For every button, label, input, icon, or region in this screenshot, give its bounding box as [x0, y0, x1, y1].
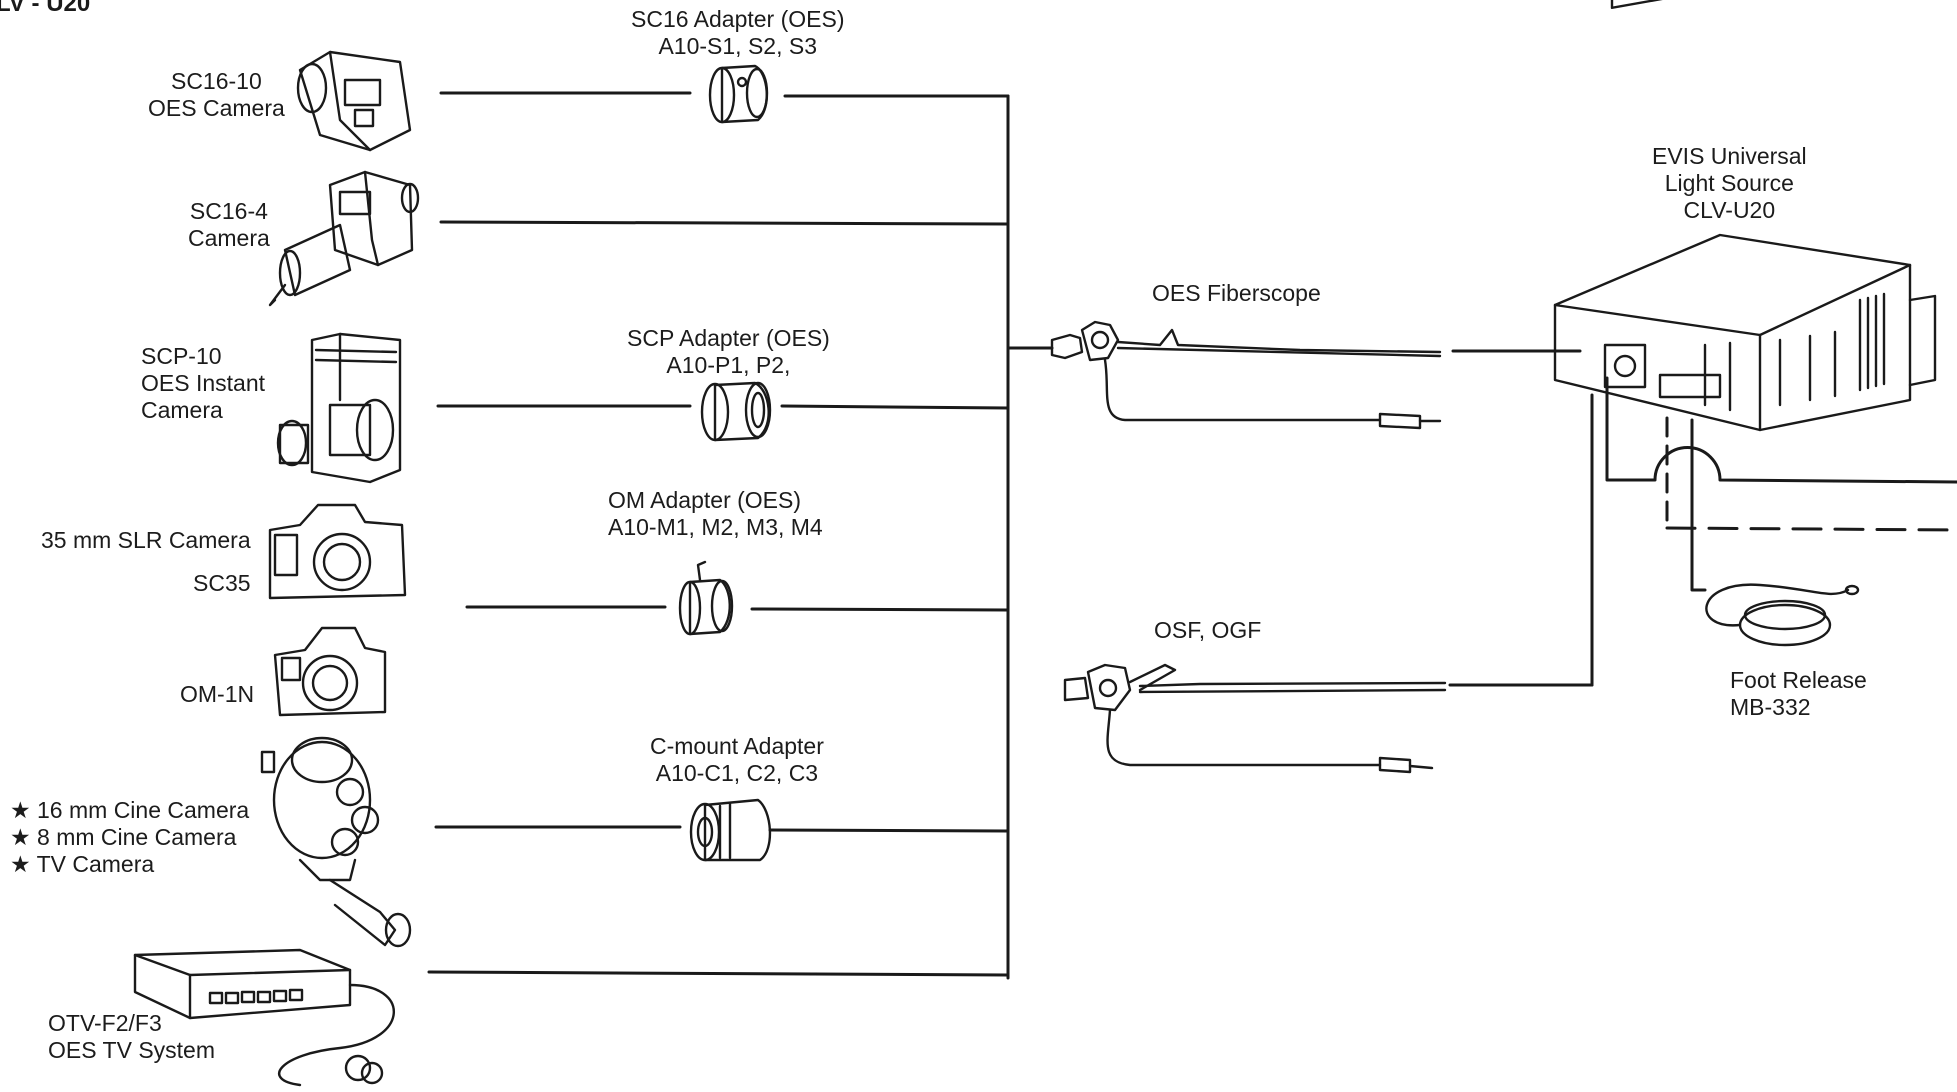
om-adapter-drawing: [680, 562, 732, 634]
sc16-adapter-drawing: [710, 66, 767, 122]
label-om-1n: OM-1N: [180, 681, 254, 708]
sc16-4-camera-drawing: [270, 172, 418, 305]
label-cine-tv-cameras: ★ 16 mm Cine Camera ★ 8 mm Cine Camera ★…: [10, 797, 249, 878]
label-om-adapter: OM Adapter (OES) A10-M1, M2, M3, M4: [608, 487, 823, 541]
om-1n-camera-drawing: [275, 628, 385, 715]
label-35mm-slr: 35 mm SLR Camera: [41, 527, 251, 554]
label-sc35: SC35: [193, 570, 251, 597]
c-mount-adapter-drawing: [691, 800, 770, 860]
foot-release-drawing: [1706, 585, 1858, 645]
label-sc16-adapter: SC16 Adapter (OES) A10-S1, S2, S3: [631, 6, 845, 60]
oes-fiberscope-drawing: [1052, 322, 1440, 428]
model-header: LV - U20: [0, 0, 90, 18]
label-scp-adapter: SCP Adapter (OES) A10-P1, P2,: [627, 325, 830, 379]
label-light-source: EVIS Universal Light Source CLV-U20: [1652, 143, 1807, 224]
label-otv: OTV-F2/F3 OES TV System: [48, 1010, 215, 1064]
label-scp-10: SCP-10 OES Instant Camera: [141, 343, 265, 424]
cine-camera-drawing: [262, 738, 410, 946]
label-oes-fiberscope: OES Fiberscope: [1152, 280, 1321, 307]
scp-10-camera-drawing: [278, 334, 400, 482]
label-osf-ogf: OSF, OGF: [1154, 617, 1261, 644]
label-c-mount-adapter: C-mount Adapter A10-C1, C2, C3: [650, 733, 824, 787]
sc16-10-camera-drawing: [298, 52, 410, 150]
sc35-slr-camera-drawing: [270, 505, 405, 598]
scp-adapter-drawing: [702, 383, 770, 440]
osf-ogf-drawing: [1065, 665, 1445, 772]
label-sc16-10: SC16-10 OES Camera: [148, 68, 285, 122]
label-foot-release: Foot Release MB-332: [1730, 667, 1867, 721]
label-sc16-4: SC16-4 Camera: [188, 198, 270, 252]
